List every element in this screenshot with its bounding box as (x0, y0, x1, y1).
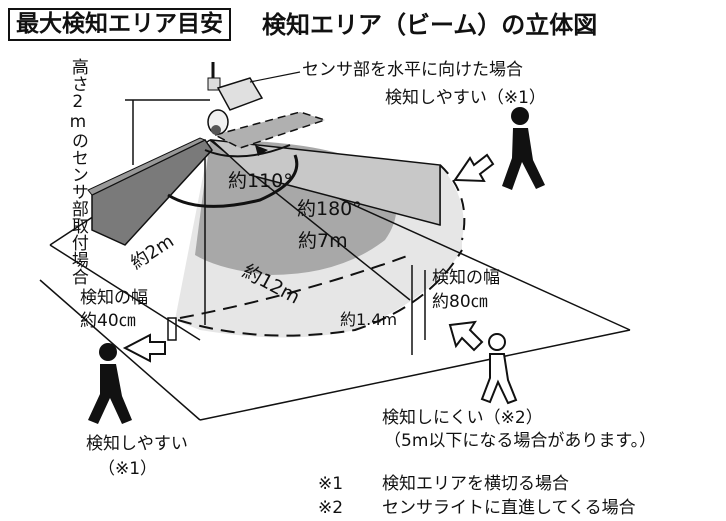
right-beam (209, 139, 441, 226)
person-approaching-icon (480, 333, 518, 405)
label-width-80-title: 検知の幅 (432, 268, 500, 288)
ground-outline-dashed-inner (179, 254, 411, 319)
arrow-top-person (453, 153, 495, 183)
label-easy-detect-bottom-note: （※1） (98, 459, 158, 479)
person-walking-top-icon (502, 107, 545, 190)
footnote-1-text: 検知エリアを横切る場合 (382, 474, 569, 494)
frame-line (39, 279, 201, 421)
label-height-1-4m: 約1.4m (340, 310, 398, 329)
arrow-left-person (122, 333, 166, 363)
label-angle-110: 約110° (228, 170, 293, 192)
arrow-approach-person (448, 320, 484, 352)
upper-beam (212, 111, 328, 149)
label-width-80-value: 約80㎝ (432, 292, 488, 312)
ground-outline-dashed-right (439, 164, 466, 241)
left-beam-top (87, 137, 207, 196)
label-width-40-title: 検知の幅 (80, 288, 148, 308)
sensor-light-fixture (207, 62, 264, 135)
arc-arrowhead (255, 145, 268, 156)
label-easy-detect-top: 検知しやすい（※1） (385, 88, 546, 108)
footnote-2-text: センサライトに直進してくる場合 (382, 498, 636, 518)
label-hard-detect: 検知しにくい（※2） (382, 408, 543, 428)
callout-line (249, 71, 301, 83)
header-badge: 最大検知エリア目安 (8, 8, 231, 41)
width-40-bracket (167, 317, 177, 341)
header-title: 検知エリア（ビーム）の立体図 (262, 11, 598, 39)
label-width-40-value: 約40㎝ (80, 311, 136, 331)
footnote-2-mark: ※2 (318, 498, 344, 518)
frame-line (49, 244, 201, 341)
label-hard-detect-note: （5m以下になる場合があります。） (384, 431, 657, 451)
angle-180-arc (204, 144, 291, 158)
angle-110-arc (167, 154, 299, 208)
label-mount-height: 高さ2mのセンサ部取付場合 (67, 58, 88, 285)
ground-outline-dashed (177, 249, 463, 337)
label-sensor-horizontal: センサ部を水平に向けた場合 (302, 60, 523, 80)
footnote-1-mark: ※1 (318, 474, 344, 494)
label-angle-180: 約180° (297, 198, 362, 220)
person-walking-left-icon (88, 343, 132, 424)
label-range-7m: 約7m (298, 230, 348, 252)
label-easy-detect-bottom: 検知しやすい (86, 434, 188, 454)
frame-line (199, 329, 631, 421)
